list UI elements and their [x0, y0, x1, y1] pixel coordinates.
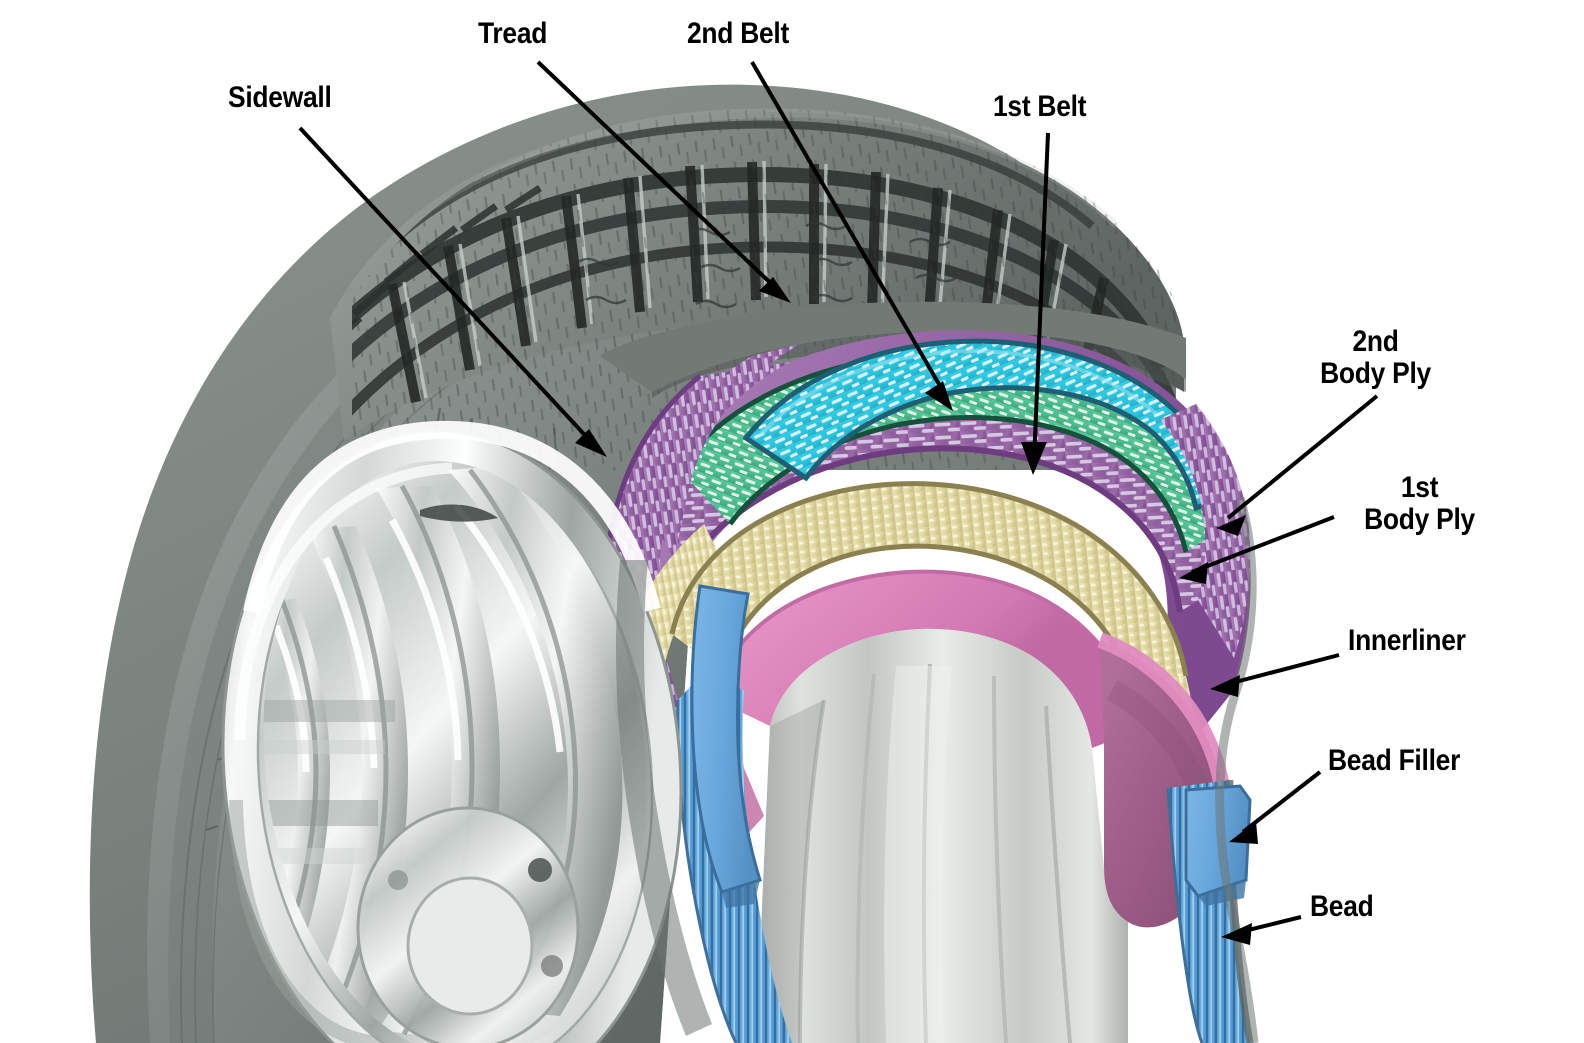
label-2nd-belt: 2nd Belt: [687, 17, 790, 50]
chrome-wheel: [221, 420, 683, 1043]
rim-flange-shadow: [229, 799, 381, 1043]
bead-filler-left: [692, 586, 760, 892]
body-ply-1-tan-band: [672, 483, 1186, 700]
leader-arrowheads: [575, 277, 1258, 945]
arrowhead-innerliner: [1210, 675, 1240, 697]
label-1st-body-ply: 1st Body Ply: [1364, 471, 1475, 536]
leader-lines: [298, 60, 1379, 935]
body-ply-2-purple-left-edge: [603, 374, 702, 567]
rim-flange-highlight: [243, 420, 661, 614]
wheel-spokes: [250, 450, 670, 1043]
inner-rim-left-shadow: [756, 700, 824, 1043]
bead-filler-left-shade: [722, 880, 760, 908]
inner-rim-well: [756, 628, 1128, 1043]
bead-assembly-left: [676, 584, 792, 1043]
label-bead-filler: Bead Filler: [1328, 744, 1461, 777]
label-1st-belt: 1st Belt: [993, 90, 1087, 123]
arrowhead-body-ply-1st: [1179, 562, 1208, 584]
tire-cut-right-edge: [1215, 496, 1259, 1043]
belt-2-cyan-highlight: [758, 349, 1158, 438]
leader-body-ply-2nd: [1226, 394, 1379, 520]
rim-flange-reflection: [420, 504, 498, 522]
body-ply-2-purple-shoulder-left: [642, 344, 800, 560]
arrowhead-bead-filler: [1229, 821, 1258, 844]
body-ply-1-tan-edge-bottom: [721, 543, 1137, 701]
arrowhead-body-ply-2nd: [1216, 515, 1246, 536]
label-sidewall: Sidewall: [228, 81, 332, 114]
arrowhead-belt-2nd: [925, 381, 953, 411]
innerliner-pink: [712, 571, 1138, 748]
label-tread: Tread: [478, 17, 548, 50]
arrowhead-tread: [759, 277, 791, 303]
rim-flange-highlight-2: [234, 462, 453, 741]
leader-belt-1st: [1032, 132, 1050, 462]
tire-inner-lip: [616, 560, 712, 1036]
label-innerliner: Innerliner: [1348, 624, 1466, 657]
label-bead: Bead: [1310, 890, 1374, 923]
arrowhead-sidewall: [575, 429, 607, 457]
leader-sidewall: [298, 126, 597, 448]
leader-innerliner: [1223, 653, 1340, 687]
bead-cords-right-edge: [1166, 787, 1204, 1043]
arrowhead-bead: [1221, 923, 1252, 945]
body-ply-2-purple-shoulder-right: [1160, 404, 1251, 658]
leader-body-ply-1st: [1191, 515, 1335, 574]
leader-belt-2nd: [750, 60, 949, 400]
arrowhead-belt-1st: [1021, 442, 1047, 475]
leader-tread: [536, 60, 782, 294]
body-ply-1-tan-edge-top: [669, 481, 1189, 677]
body-ply-2-purple-band-edge: [687, 445, 1183, 613]
label-2nd-body-ply: 2nd Body Ply: [1320, 325, 1431, 390]
inner-rim-highlight: [884, 666, 952, 1043]
